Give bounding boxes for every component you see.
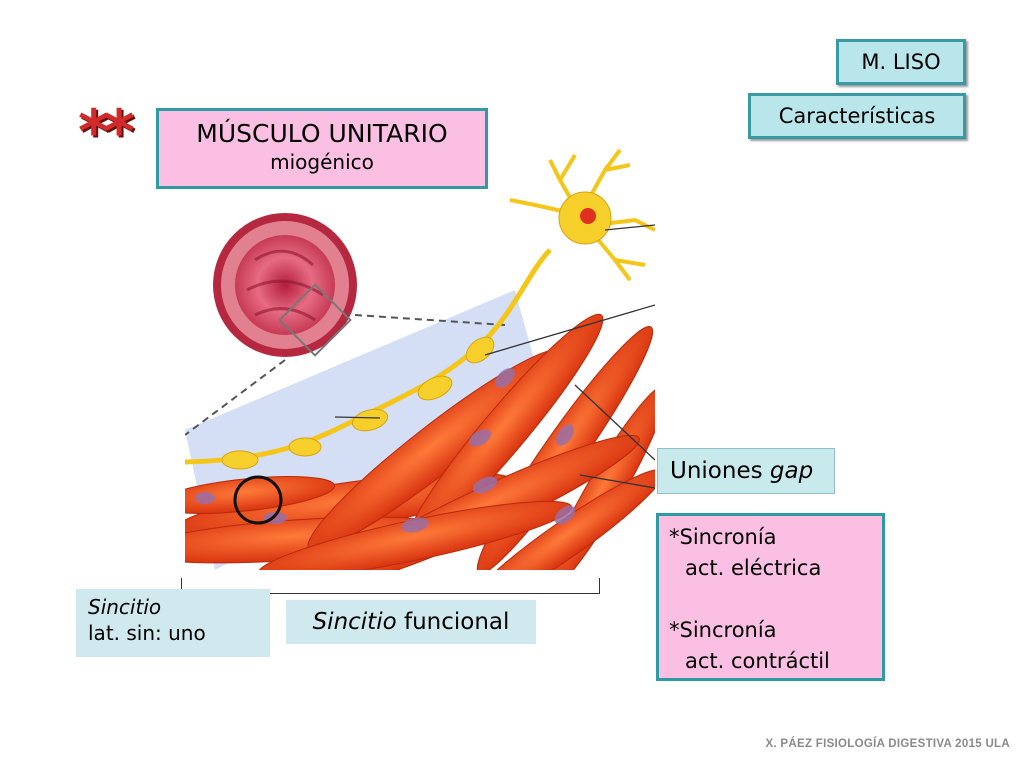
sync2-a-text: Sincronía <box>679 618 777 642</box>
gap-italic: gap <box>769 458 814 484</box>
liso-tag-text: M. LISO <box>861 50 941 74</box>
sync1-line-a: *Sincronía <box>669 522 882 553</box>
title-line1: MÚSCULO UNITARIO <box>196 119 448 148</box>
functional-syncytium-label: Sincitio funcional <box>286 600 536 644</box>
muscle-cells <box>185 313 655 570</box>
title-box: MÚSCULO UNITARIO miogénico <box>156 108 488 189</box>
title-line2: miogénico <box>270 150 374 174</box>
smooth-muscle-illustration <box>185 148 655 570</box>
syncytium-bracket <box>181 578 600 594</box>
sync1-line-b: act. eléctrica <box>685 556 822 580</box>
synchrony-box: *Sincronía act. eléctrica *Sincronía act… <box>656 513 885 681</box>
gap-word: Uniones <box>670 458 770 484</box>
sincitio-italic: Sincitio <box>88 595 162 619</box>
gap-highlight-circle <box>233 475 283 525</box>
axon <box>185 248 552 465</box>
func-italic: Sincitio <box>312 609 397 635</box>
varicosities <box>221 336 495 470</box>
footer-credit: X. PÁEZ FISIOLOGÍA DIGESTIVA 2015 ULA <box>765 738 1010 750</box>
cell-nuclei <box>195 368 576 533</box>
caracteristicas-tag-text: Características <box>778 104 936 128</box>
sincitio-definition-box: Sincitio lat. sin: uno <box>76 589 270 657</box>
sincitio-word: Sincitio <box>88 594 270 620</box>
caracteristicas-tag: Características <box>748 93 966 139</box>
stars-marker: ** <box>78 97 135 167</box>
sync2-line-a: *Sincronía <box>669 615 882 646</box>
sincitio-latin: lat. sin: uno <box>88 621 206 645</box>
zoom-frame <box>278 283 352 357</box>
pointer-lines <box>334 224 655 489</box>
sync1-a-text: Sincronía <box>679 525 777 549</box>
gap-junctions-label: Uniones gap <box>657 448 835 494</box>
func-word: funcional <box>396 609 510 635</box>
liso-tag: M. LISO <box>836 39 966 85</box>
sync1-star: * <box>669 525 680 549</box>
sync2-star: * <box>669 618 680 642</box>
sync2-line-b: act. contráctil <box>685 649 830 673</box>
